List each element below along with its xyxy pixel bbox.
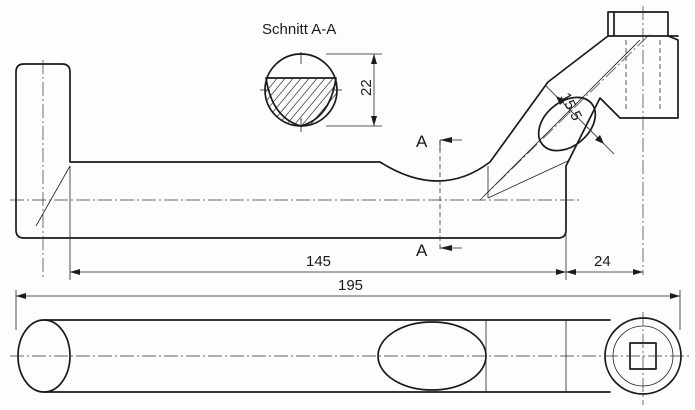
section-marker-top: A bbox=[416, 132, 428, 151]
dimension-145: 145 bbox=[306, 253, 331, 270]
arm-oval-recess bbox=[537, 96, 597, 152]
section-title: Schnitt A-A bbox=[262, 21, 336, 38]
section-dimension-22: 22 bbox=[358, 79, 375, 96]
section-marker-bottom: A bbox=[416, 241, 428, 260]
side-view: A A 15.5 145 24 bbox=[10, 6, 679, 280]
section-view-a-a: Schnitt A-A bbox=[260, 21, 382, 132]
top-view-bar bbox=[43, 319, 611, 393]
part-outline bbox=[15, 11, 679, 239]
dimension-15-5: 15.5 bbox=[556, 90, 585, 124]
overall-dimension: 195 bbox=[15, 277, 681, 330]
dimension-195: 195 bbox=[338, 277, 363, 294]
dimension-24: 24 bbox=[594, 253, 611, 270]
top-view bbox=[10, 312, 690, 405]
